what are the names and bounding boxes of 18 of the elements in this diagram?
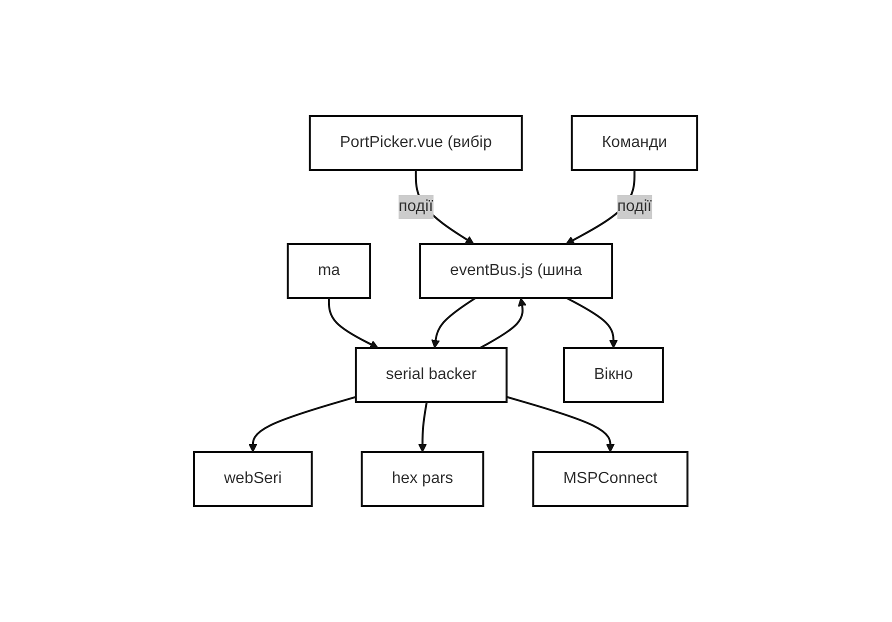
arrow	[418, 402, 428, 452]
arrow	[506, 396, 616, 452]
edge-label: події	[618, 198, 652, 215]
arrow	[248, 396, 357, 452]
node-box: eventBus.js (шина	[420, 243, 614, 299]
edge-label: події	[399, 198, 434, 215]
node-box: webSeri	[193, 451, 314, 507]
arrow	[432, 297, 476, 348]
node-box: hex pars	[361, 451, 485, 507]
node-box: MSPConnect	[532, 451, 689, 507]
node-box: PortPicker.vue (вибір	[309, 115, 524, 171]
arrow	[480, 298, 527, 349]
node-box: Вікно	[563, 347, 664, 403]
node-box: ma	[287, 243, 372, 299]
arrow	[566, 297, 618, 348]
arrow	[328, 298, 379, 348]
node-box: Команди	[571, 115, 699, 171]
node-box: serial backer	[355, 347, 508, 403]
